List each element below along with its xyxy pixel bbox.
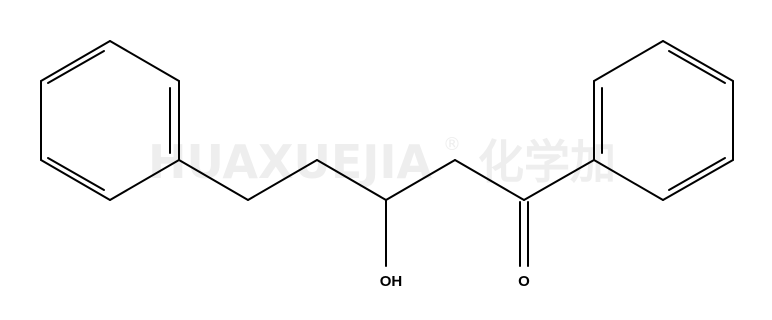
oh-label: OH — [380, 273, 403, 290]
o-label: O — [518, 273, 530, 290]
watermark-text: HUAXUEJIA — [148, 135, 433, 189]
watermark: HUAXUEJIA ® 化学加 — [148, 134, 616, 189]
left-phenyl-ring — [40, 40, 180, 201]
carbon-chain — [178, 159, 595, 201]
watermark-cjk-text: 化学加 — [478, 135, 616, 189]
watermark-registered-mark: ® — [443, 134, 461, 155]
hydroxyl-group: OH — [380, 199, 403, 290]
right-phenyl-ring — [593, 40, 734, 201]
carbonyl-group: O — [518, 201, 530, 290]
